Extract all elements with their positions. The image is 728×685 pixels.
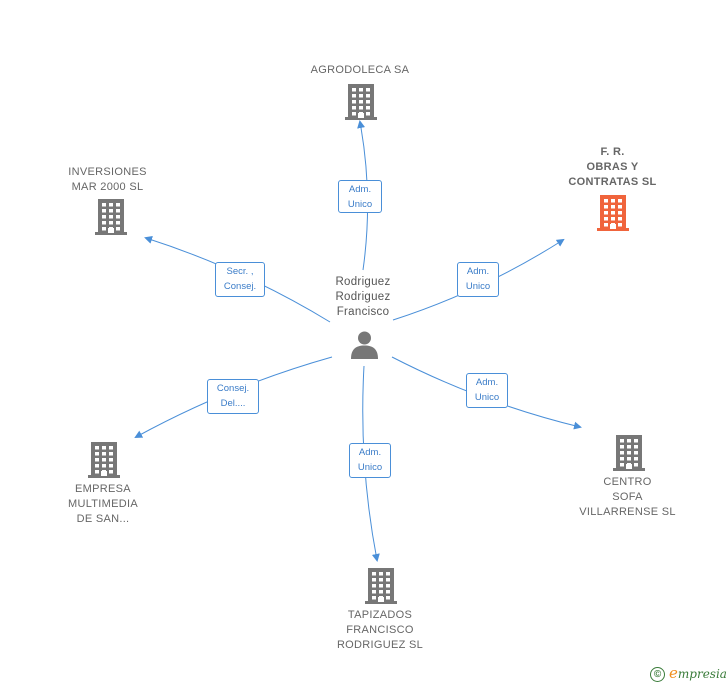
empresia-brand[interactable]: ©empresia xyxy=(650,664,727,683)
relation-line: Consej. xyxy=(223,281,257,292)
company-name-line: OBRAS Y xyxy=(586,161,639,173)
building-icon[interactable] xyxy=(597,195,629,236)
company-name-line: MAR 2000 SL xyxy=(71,181,144,193)
relation-line: Unico xyxy=(347,199,373,210)
company-name-line: SOFA xyxy=(612,491,643,503)
company-name-line: VILLARRENSE SL xyxy=(579,506,676,518)
company-name-line: TAPIZADOS xyxy=(347,609,413,621)
relation-label-tapizados[interactable]: Adm. Unico xyxy=(349,443,391,478)
center-person-label: Rodriguez Rodriguez Francisco xyxy=(318,275,408,320)
company-name-line: DE SAN... xyxy=(76,513,130,525)
relation-line: Adm. xyxy=(466,266,490,277)
center-name-line: Rodriguez xyxy=(335,291,391,303)
company-name-line: RODRIGUEZ SL xyxy=(336,639,424,651)
building-icon[interactable] xyxy=(613,435,645,476)
building-icon[interactable] xyxy=(95,199,127,240)
company-name-line: CONTRATAS SL xyxy=(568,176,657,188)
relation-line: Adm. xyxy=(475,377,499,388)
building-icon[interactable] xyxy=(365,568,397,609)
relation-line: Unico xyxy=(357,462,383,473)
relation-line: Consej. xyxy=(216,383,250,394)
company-name-line: MULTIMEDIA xyxy=(67,498,139,510)
person-icon[interactable] xyxy=(350,330,379,364)
company-name-line: AGRODOLECA SA xyxy=(310,64,410,76)
relation-line: Unico xyxy=(465,281,491,292)
company-label-centro-sofa[interactable]: CENTRO SOFA VILLARRENSE SL xyxy=(570,475,685,520)
company-name-line: CENTRO xyxy=(603,476,652,488)
center-name-line: Rodriguez xyxy=(335,276,391,288)
copyright-icon: © xyxy=(650,667,665,683)
company-label-tapizados[interactable]: TAPIZADOS FRANCISCO RODRIGUEZ SL xyxy=(325,608,435,653)
relation-label-centro-sofa[interactable]: Adm. Unico xyxy=(466,373,508,408)
company-name-line: F. R. xyxy=(600,146,625,158)
relation-line: Adm. xyxy=(358,447,382,458)
company-label-inversiones[interactable]: INVERSIONES MAR 2000 SL xyxy=(55,165,160,195)
relation-line: Secr. , xyxy=(226,266,254,277)
center-name-line: Francisco xyxy=(336,306,390,318)
building-icon[interactable] xyxy=(88,442,120,483)
building-icon[interactable] xyxy=(345,84,377,125)
company-label-empresa-multimedia[interactable]: EMPRESA MULTIMEDIA DE SAN... xyxy=(48,482,158,527)
company-name-line: INVERSIONES xyxy=(68,166,147,178)
company-label-fr-obras[interactable]: F. R. OBRAS Y CONTRATAS SL xyxy=(555,145,670,190)
company-name-line: EMPRESA xyxy=(75,483,131,495)
brand-e: e xyxy=(669,664,678,682)
brand-name: mpresia xyxy=(677,667,727,681)
company-name-line: FRANCISCO xyxy=(346,624,414,636)
relation-line: Adm. xyxy=(348,184,372,195)
relation-label-inversiones[interactable]: Secr. , Consej. xyxy=(215,262,265,297)
company-label-agrodoleca[interactable]: AGRODOLECA SA xyxy=(310,63,410,78)
relation-line: Del.... xyxy=(220,398,246,409)
relation-label-agrodoleca[interactable]: Adm. Unico xyxy=(338,180,382,213)
relation-line: Unico xyxy=(474,392,500,403)
relation-label-fr-obras[interactable]: Adm. Unico xyxy=(457,262,499,297)
relation-label-empresa-multimedia[interactable]: Consej. Del.... xyxy=(207,379,259,414)
